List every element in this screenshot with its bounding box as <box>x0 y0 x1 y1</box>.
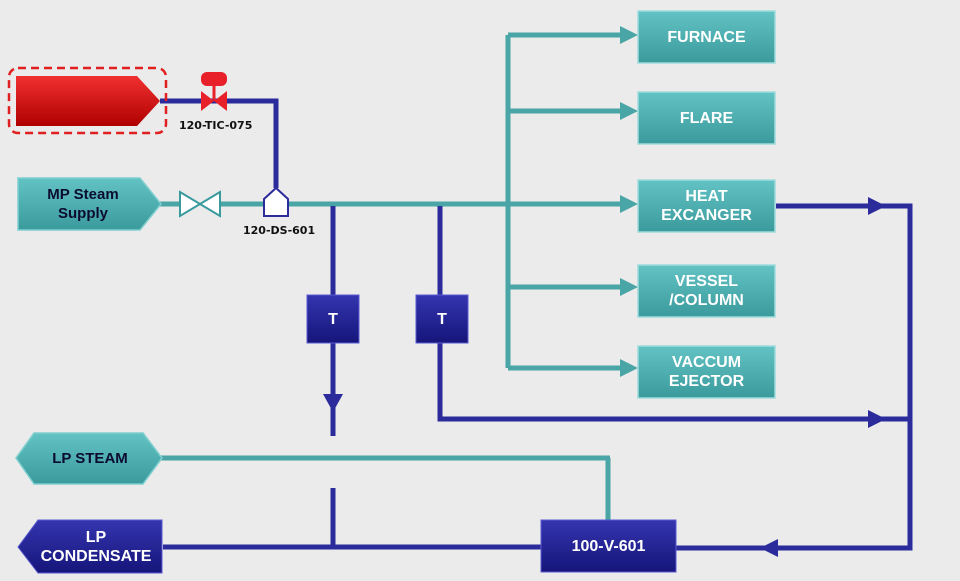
arrow-hx-condensate-icon <box>868 197 886 215</box>
arrow-trap-down-icon <box>323 394 343 412</box>
arrow-ejector-icon <box>620 359 638 377</box>
mp-steam-supply-label[interactable]: MP Steam Supply <box>47 186 119 222</box>
arrow-furnace-icon <box>620 26 638 44</box>
source-highlight-outline[interactable] <box>7 66 168 135</box>
consumer-vaccum-ejector-label[interactable]: VACCUM EJECTOR <box>668 354 745 390</box>
lp-steam-label[interactable]: LP STEAM <box>52 450 128 467</box>
hp-steam-line <box>160 98 279 188</box>
heat-exchanger-box[interactable] <box>637 179 776 233</box>
arrow-drain-2-icon <box>868 410 886 428</box>
gate-valve-icon[interactable] <box>179 190 221 218</box>
hx-condensate-line <box>676 203 913 551</box>
vessel-100-v-601-box[interactable] <box>540 519 677 573</box>
desuperheater-tag: 120-DS-601 <box>243 224 316 237</box>
steam-trap-2-label[interactable]: T <box>437 310 447 328</box>
control-valve-icon[interactable] <box>201 72 227 111</box>
consumer-flare-label[interactable]: FLARE <box>679 109 734 127</box>
mp-steam-lines <box>160 32 630 520</box>
mp-steam-supply-shape[interactable] <box>17 177 162 231</box>
lp-condensate-shape[interactable] <box>17 519 163 574</box>
consumer-heat-exchanger-label[interactable]: HEAT EXCANGER <box>661 188 752 224</box>
steam-trap-2-box[interactable] <box>415 294 469 344</box>
desuperheater-icon[interactable] <box>263 186 289 217</box>
blue-arrowheads <box>323 197 886 557</box>
teal-arrowheads <box>620 26 638 377</box>
lp-condensate-label[interactable]: LP CONDENSATE <box>40 528 152 565</box>
control-valve-tag: 120-TIC-075 <box>179 119 253 132</box>
steam-trap-1-box[interactable] <box>306 294 360 344</box>
steam-trap-1-label[interactable]: T <box>328 310 338 328</box>
highlighted-source-icon[interactable] <box>16 76 160 126</box>
arrow-vessel-icon <box>620 278 638 296</box>
lp-steam-shape[interactable] <box>15 432 163 485</box>
drain-2-out <box>437 343 910 422</box>
consumer-vessel-column-label[interactable]: VESSEL /COLUMN <box>669 273 744 309</box>
flare-box[interactable] <box>637 91 776 145</box>
arrow-heat-exchanger-icon <box>620 195 638 213</box>
vessel-100-v-601-label[interactable]: 100-V-601 <box>571 537 646 555</box>
consumer-furnace-label[interactable]: FURNACE <box>667 28 746 46</box>
furnace-box[interactable] <box>637 10 776 64</box>
vaccum-ejector-box[interactable] <box>637 345 776 399</box>
arrow-flare-icon <box>620 102 638 120</box>
blue-lines <box>160 98 913 551</box>
vessel-column-box[interactable] <box>637 264 776 318</box>
arrow-to-vessel-icon <box>760 539 778 557</box>
